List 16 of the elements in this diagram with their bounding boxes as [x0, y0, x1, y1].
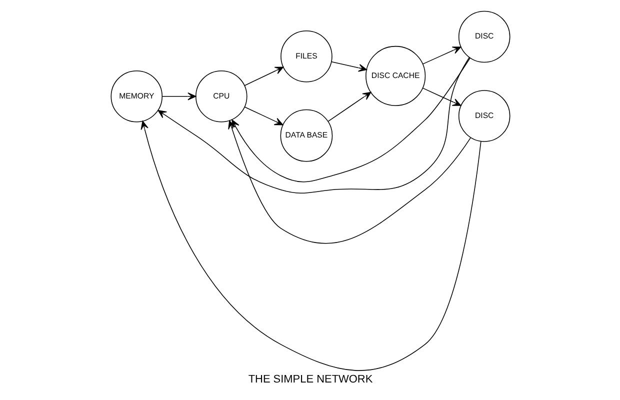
node-circle: MEMORY: [110, 70, 162, 122]
node-circle: DISC: [458, 90, 510, 142]
arrow: [244, 106, 283, 126]
arrow: [161, 92, 196, 100]
arrow: [422, 46, 461, 64]
node-circle: DISC: [458, 10, 510, 63]
node-circle: CPU: [194, 70, 247, 122]
node-circle: DATA BASE: [280, 109, 332, 162]
arrow: [330, 61, 367, 72]
caption: THE SIMPLE NETWORK: [248, 374, 372, 386]
arrow: [422, 88, 461, 106]
arrow: [327, 92, 371, 122]
arrow: [157, 57, 470, 194]
node-circle: DISC CACHE: [365, 46, 426, 106]
node-circle: FILES: [280, 30, 332, 82]
arrow: [244, 66, 284, 86]
